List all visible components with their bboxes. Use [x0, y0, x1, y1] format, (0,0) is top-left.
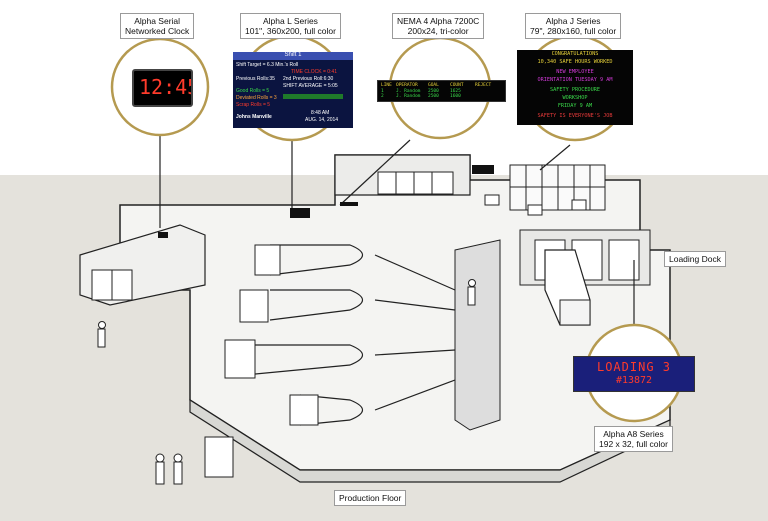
conveyor-spine [454, 239, 501, 431]
l-screen-scrap-rolls: Scrap Rolls = 5 [236, 102, 271, 108]
l-screen-deviated-rolls: Deviated Rolls = 3 [236, 95, 277, 101]
nema-row2-operator: J. Random [396, 94, 421, 99]
mini-screen-l [290, 208, 310, 218]
machine-4 [289, 394, 319, 426]
l-screen-header: Shift 1 [233, 52, 353, 60]
l-series-label-line2: 101", 360x200, full color [245, 26, 336, 36]
nema-col-reject: REJECT [475, 83, 492, 88]
nema-col-operator: OPERATOR [396, 83, 418, 88]
l-screen-good-rolls: Good Rolls = 5 [236, 88, 270, 94]
nema-row2-count: 1600 [450, 94, 461, 99]
nema-label: NEMA 4 Alpha 7200C 200x24, tri-color [392, 13, 485, 39]
nema-row2-line: 2 [381, 94, 384, 99]
a8-series-label: Alpha A8 Series 192 x 32, full color [594, 426, 673, 452]
leader-lines [159, 120, 635, 328]
office-windows [377, 171, 454, 195]
j-series-label: Alpha J Series 79", 280x160, full color [525, 13, 622, 39]
j-screen-lines: CONGRATULATIONS 10,340 SAFE HOURS WORKED N… [517, 50, 633, 120]
l-screen-shift-average: SHIFT AVERAGE = 5:05 [283, 83, 338, 89]
j-screen-line: FRIDAY 9 AM [557, 103, 593, 110]
nema-col-goal: GOAL [428, 83, 439, 88]
clock-time: 12:45 [139, 75, 191, 99]
loading-dock-label: Loading Dock [664, 251, 726, 267]
j-screen-line: SAFETY IS EVERYONE'S JOB [537, 112, 613, 119]
l-screen-brand: Johns Manville [236, 114, 272, 120]
j-screen-line: WORKSHOP [562, 95, 588, 102]
nema-display: LINE OPERATOR GOAL COUNT REJECT 1 J. Ran… [377, 80, 506, 102]
nema-row1-goal: 2500 [428, 89, 439, 94]
mini-screen-j [472, 165, 494, 174]
nema-label-line2: 200x24, tri-color [407, 26, 469, 36]
machine-2 [239, 289, 269, 323]
l-screen-target: Shift Target = 6.3 Min.'s Roll [236, 62, 299, 68]
l-screen-previous-rolls: Previous Rolls:35 [236, 76, 275, 82]
l-screen-time-clock: TIME CLOCK = 0:41 [291, 69, 337, 75]
j-series-display: CONGRATULATIONS 10,340 SAFE HOURS WORKED N… [517, 50, 633, 125]
j-screen-line: ORIENTATION TUESDAY 9 AM [537, 77, 613, 84]
nema-row1-operator: J. Random [396, 89, 421, 94]
j-series-label-line1: Alpha J Series [545, 16, 601, 26]
a8-line2: #13872 [615, 375, 653, 386]
l-series-display: Shift 1 Shift Target = 6.3 Min.'s Roll T… [233, 52, 353, 128]
l-series-label: Alpha L Series 101", 360x200, full color [240, 13, 341, 39]
j-screen-line: CONGRATULATIONS [551, 51, 599, 57]
serial-clock-label: Alpha Serial Networked Clock [120, 13, 195, 39]
people [97, 279, 476, 485]
conveyor-lines [244, 244, 456, 426]
machine-1 [254, 244, 281, 276]
l-screen-time: 8:48 AM [311, 110, 330, 116]
nema-col-line: LINE [381, 83, 392, 88]
production-floor-label: Production Floor [334, 490, 407, 506]
l-screen-date: AUG. 14, 2014 [305, 117, 339, 123]
machine-3 [224, 339, 256, 379]
a8-series-label-line2: 192 x 32, full color [599, 439, 668, 449]
j-screen-line: SAFETY PROCEDURE [550, 86, 600, 93]
j-screen-line: 10,340 SAFE HOURS WORKED [537, 59, 613, 66]
l-screen-progress-bar [283, 94, 343, 99]
nema-row1-count: 1625 [450, 89, 461, 94]
serial-clock-label-line1: Alpha Serial [134, 16, 181, 26]
serial-clock-label-line2: Networked Clock [125, 26, 190, 36]
nema-col-count: COUNT [450, 83, 464, 88]
a8-series-label-line1: Alpha A8 Series [603, 429, 664, 439]
entrance-door [204, 436, 234, 478]
nema-row2-goal: 2500 [428, 94, 439, 99]
nema-row1-line: 1 [381, 89, 384, 94]
j-series-label-line2: 79", 280x160, full color [530, 26, 617, 36]
l-series-label-line1: Alpha L Series [262, 16, 318, 26]
mini-screen-nema [340, 202, 358, 206]
a8-line1: LOADING 3 [596, 360, 672, 374]
nema-label-line1: NEMA 4 Alpha 7200C [397, 16, 480, 26]
j-screen-line: NEW EMPLOYEE [556, 68, 594, 75]
pallets [484, 194, 587, 216]
l-screen-second-previous: 2nd Previous Roll:6:30 [283, 76, 334, 82]
a8-display: LOADING 3 #13872 [573, 356, 695, 392]
clock-display: 12:45 [132, 69, 193, 107]
mini-screen-clock [158, 232, 168, 238]
